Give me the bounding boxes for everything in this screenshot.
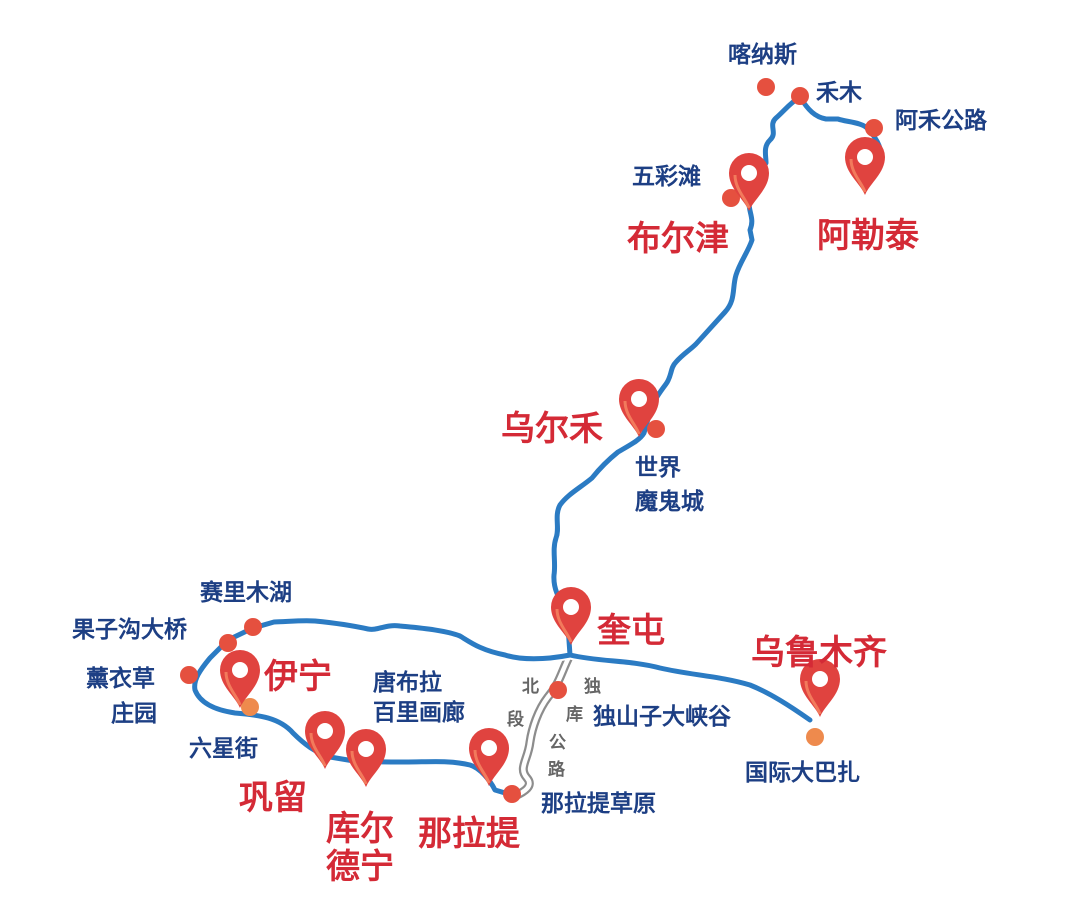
spot-label-mogui-line2: 魔鬼城	[635, 488, 704, 515]
city-label-kuitun: 奎屯	[596, 611, 665, 651]
spot-label-xunyicao-line2: 庄园	[111, 700, 157, 727]
city-label-wuerhe: 乌尔禾	[501, 409, 603, 449]
spot-labels: 喀纳斯 禾木 阿禾公路 五彩滩 世界 魔鬼城 赛里木湖 果子沟大桥 薰衣草 庄园…	[72, 41, 988, 817]
city-labels: 阿勒泰 布尔津 乌尔禾 奎屯 乌鲁木齐 伊宁 巩留 库尔 德宁 那拉提	[239, 216, 920, 887]
duku-road-char-3: 公	[549, 733, 566, 753]
spot-label-wucaitan: 五彩滩	[632, 163, 701, 190]
spot-label-guozigou: 果子沟大桥	[72, 616, 188, 643]
kuitun-pin-icon[interactable]	[549, 585, 593, 647]
spot-label-xunyicao-line1: 薰衣草	[86, 665, 155, 692]
spot-label-bazha: 国际大巴扎	[745, 760, 860, 786]
ahe-road-dot[interactable]	[865, 119, 883, 137]
duku-labels: 北 段 独 库 公 路	[507, 676, 601, 780]
nalati-pin-icon[interactable]	[467, 726, 511, 788]
bazha-dot[interactable]	[806, 728, 824, 746]
spot-label-mogui-line1: 世界	[635, 455, 681, 481]
city-label-wulumuqi: 乌鲁木齐	[751, 633, 887, 673]
guozigou-dot[interactable]	[219, 634, 237, 652]
kanasi-dot[interactable]	[757, 78, 775, 96]
hemu-dot[interactable]	[791, 87, 809, 105]
nalati-grassland-dot[interactable]	[503, 785, 521, 803]
sailimu-dot[interactable]	[244, 618, 262, 636]
city-label-gongliu: 巩留	[239, 778, 307, 818]
spot-label-dushanzi: 独山子大峡谷	[593, 704, 732, 730]
duku-road-char-1: 独	[584, 676, 601, 697]
spot-label-ahe-road: 阿禾公路	[895, 107, 988, 134]
city-label-kuerdening-line1: 库尔	[326, 809, 394, 849]
liuxingjie-dot[interactable]	[241, 698, 259, 716]
kuerdening-pin-icon[interactable]	[344, 727, 388, 789]
duku-north-char-1: 北	[522, 677, 539, 697]
city-label-nalati: 那拉提	[418, 814, 520, 854]
spot-label-tangbula-line1: 唐布拉	[373, 669, 442, 696]
dushanzi-dot[interactable]	[549, 681, 567, 699]
spot-label-liuxingjie: 六星街	[189, 735, 258, 762]
city-label-yining: 伊宁	[263, 657, 332, 697]
city-label-aletai: 阿勒泰	[817, 216, 920, 256]
spot-label-kanasi: 喀纳斯	[728, 41, 797, 68]
xunyicao-dot[interactable]	[180, 666, 198, 684]
spot-label-tangbula-line2: 百里画廊	[373, 699, 465, 726]
duku-road-char-2: 库	[566, 704, 583, 725]
duku-north-char-2: 段	[507, 709, 524, 730]
spot-label-sailimu: 赛里木湖	[199, 579, 292, 606]
aletai-pin-icon[interactable]	[843, 135, 887, 197]
duku-road-char-4: 路	[548, 759, 566, 780]
spot-label-nalati-grassland: 那拉提草原	[541, 790, 656, 817]
mogui-dot[interactable]	[647, 420, 665, 438]
city-label-kuerdening-line2: 德宁	[326, 847, 394, 887]
city-label-buerjin: 布尔津	[627, 219, 729, 259]
spot-label-hemu: 禾木	[816, 80, 862, 106]
wucaitan-dot[interactable]	[722, 189, 740, 207]
